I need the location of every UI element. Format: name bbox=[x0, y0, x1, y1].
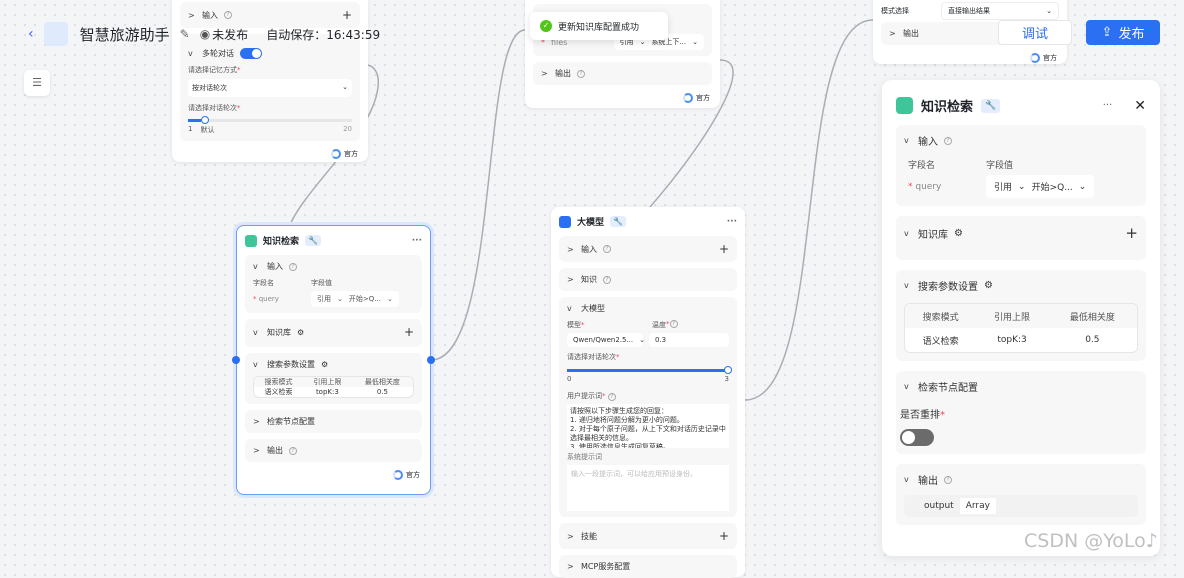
success-icon: ✓ bbox=[540, 20, 552, 32]
knowledge-icon bbox=[245, 234, 257, 247]
add-icon[interactable]: + bbox=[341, 8, 352, 22]
app-title: 智慧旅游助手 bbox=[79, 25, 170, 44]
rounds-slider[interactable] bbox=[188, 116, 352, 124]
system-prompt-textarea[interactable]: 输入一段提示词，可以给应用预设身份。 bbox=[567, 465, 729, 511]
add-kb-icon[interactable]: + bbox=[1125, 224, 1138, 242]
input-handle[interactable] bbox=[232, 356, 240, 364]
upload-icon: ⇪ bbox=[1101, 25, 1113, 40]
header: ‹ 智慧旅游助手 ✎ ◉ 未发布 自动保存：16:43:59 bbox=[28, 22, 380, 46]
multi-turn-label: 多轮对话 bbox=[202, 49, 234, 58]
publish-status-icon: ◉ bbox=[199, 27, 211, 41]
official-badge: 官方 bbox=[172, 147, 368, 165]
output-handle[interactable] bbox=[427, 356, 435, 364]
gear-icon[interactable]: ⚙ bbox=[984, 280, 993, 291]
app-icon bbox=[43, 22, 68, 46]
llm-icon bbox=[559, 215, 571, 228]
user-prompt-textarea[interactable]: 请按照以下步骤生成您的回复： 1. 递归地将问题分解为更小的问题。 2. 对于每… bbox=[567, 404, 729, 448]
ref-select[interactable]: 引用⌄ 开始>Q...⌄ bbox=[986, 175, 1095, 198]
publish-button[interactable]: ⇪发布 bbox=[1086, 20, 1160, 45]
autosave-time: 自动保存：16:43:59 bbox=[266, 27, 381, 42]
wrench-icon: 🔧 bbox=[610, 216, 626, 227]
input-label: 输入 bbox=[202, 10, 218, 20]
close-icon[interactable]: ✕ bbox=[1134, 97, 1146, 114]
publish-status: 未发布 bbox=[212, 27, 249, 42]
wrench-icon: 🔧 bbox=[981, 98, 1001, 113]
knowledge-icon bbox=[896, 97, 913, 114]
memory-mode-label: 请选择记忆方式 bbox=[188, 66, 237, 74]
rerank-toggle[interactable] bbox=[900, 429, 934, 446]
toast: ✓更新知识库配置成功 bbox=[530, 12, 668, 40]
model-select[interactable]: Qwen/Qwen2.5...⌄ bbox=[567, 333, 645, 347]
debug-button[interactable]: 调试 bbox=[998, 20, 1072, 45]
mode-select[interactable]: 直接输出结果⌄ bbox=[941, 2, 1059, 20]
gear-icon: ⚙ bbox=[954, 227, 963, 239]
more-icon[interactable]: ··· bbox=[726, 216, 737, 227]
memory-mode-select[interactable]: 按对话轮次⌄ bbox=[188, 79, 352, 97]
more-icon[interactable]: ··· bbox=[1102, 100, 1113, 111]
back-icon[interactable]: ‹ bbox=[28, 26, 34, 42]
temperature-input[interactable]: 0.3 bbox=[649, 333, 729, 347]
edit-icon[interactable]: ✎ bbox=[179, 27, 190, 41]
watermark: CSDN @YoLo♪ bbox=[1024, 530, 1158, 552]
more-icon[interactable]: ··· bbox=[411, 235, 422, 246]
rounds-label: 请选择对话轮次 bbox=[188, 104, 237, 112]
settings-button[interactable]: ☰ bbox=[24, 70, 50, 96]
multi-turn-toggle[interactable] bbox=[240, 48, 262, 59]
wrench-icon: 🔧 bbox=[305, 235, 321, 246]
add-kb-icon[interactable]: + bbox=[403, 325, 414, 339]
rounds-slider[interactable] bbox=[567, 366, 732, 374]
ref-select[interactable]: 引用⌄ 开始>Q...⌄ bbox=[311, 291, 399, 307]
